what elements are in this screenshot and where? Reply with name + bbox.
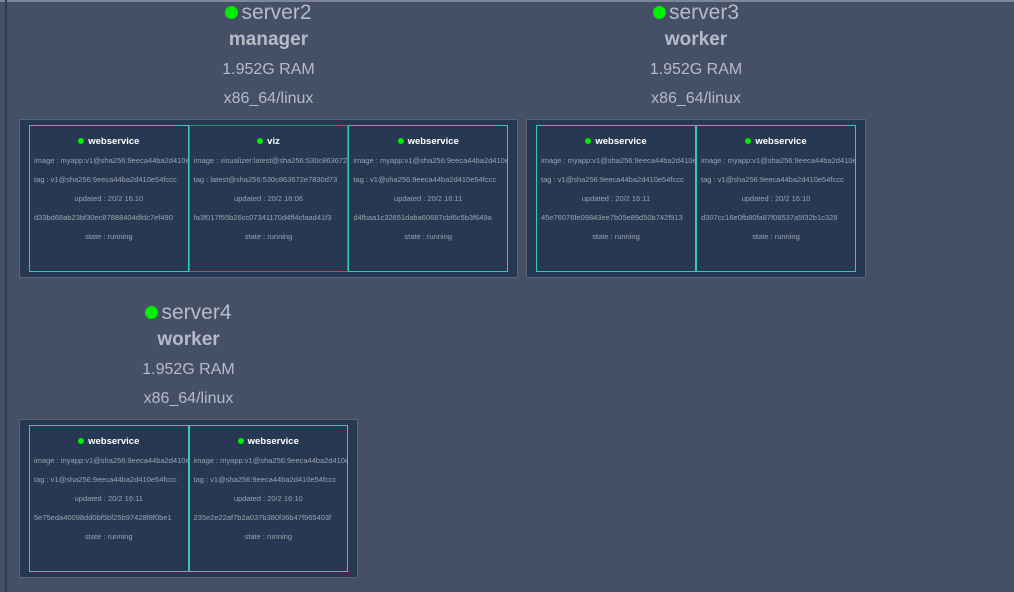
task-card[interactable]: webservice image : myapp:v1@sha256:9eeca…	[188, 425, 348, 572]
task-tag: tag : latest@sha256:530c863672e7830d73	[193, 175, 338, 184]
node-name: server2	[19, 0, 518, 25]
left-divider	[5, 0, 7, 592]
task-id: 235e2e22af7b2a037b380f36b47f965403f	[193, 513, 332, 522]
task-tag: tag : v1@sha256:9eeca44ba2d410e54fccc	[34, 175, 177, 184]
task-title: webservice	[30, 435, 188, 447]
task-card[interactable]: webservice image : myapp:v1@sha256:9eeca…	[29, 425, 189, 572]
status-dot-icon	[145, 306, 159, 319]
task-service: webservice	[407, 135, 459, 147]
node-ram: 1.952G RAM	[142, 361, 235, 378]
task-tray: webservice image : myapp:v1@sha256:9eeca…	[19, 119, 518, 278]
status-dot-icon	[257, 138, 264, 144]
status-dot-icon	[652, 6, 666, 19]
status-dot-icon	[745, 138, 752, 144]
task-service: webservice	[755, 135, 807, 147]
task-updated: updated : 20/2 16:11	[394, 194, 463, 203]
status-dot-icon	[225, 6, 239, 19]
node-role: worker	[157, 329, 220, 350]
node-header: server4 worker 1.952G RAM x86_64/linux	[19, 300, 358, 413]
task-state: state : running	[244, 532, 293, 541]
task-title: webservice	[349, 135, 507, 147]
status-dot-icon	[78, 138, 85, 144]
task-service: webservice	[88, 135, 140, 147]
task-id: 5e75eda40098dd0bf5bf25b97428f8f0be1	[34, 513, 172, 522]
status-dot-icon	[585, 138, 592, 144]
task-id: 45e76076fe09843ee7b05e89d50b742f913	[541, 213, 683, 222]
node-server3: server3 worker 1.952G RAM x86_64/linux w…	[526, 0, 866, 278]
task-image: image : myapp:v1@sha256:9eeca44ba2d410e5…	[34, 156, 188, 165]
task-updated: updated : 20/2 16:06	[234, 194, 303, 203]
task-card[interactable]: webservice image : myapp:v1@sha256:9eeca…	[348, 125, 509, 272]
node-server2: server2 manager 1.952G RAM x86_64/linux …	[19, 0, 518, 278]
task-id: d4fbaa1c32651daba60687cbf6c5b3f649a	[353, 213, 492, 222]
task-state: state : running	[404, 232, 452, 241]
task-state: state : running	[752, 232, 800, 241]
node-name-label: server3	[668, 0, 740, 24]
node-role: worker	[664, 29, 728, 50]
node-server4: server4 worker 1.952G RAM x86_64/linux w…	[19, 300, 358, 578]
task-updated: updated : 20/2 16:10	[74, 194, 144, 203]
node-arch: x86_64/linux	[223, 90, 314, 107]
node-arch: x86_64/linux	[651, 90, 741, 107]
top-divider	[0, 0, 1014, 2]
node-name-label: server2	[241, 0, 312, 24]
task-tag: tag : v1@sha256:9eeca44ba2d410e54fccc	[193, 475, 337, 484]
task-updated: updated : 20/2 16:10	[233, 494, 303, 503]
node-name: server3	[526, 0, 866, 25]
task-image: image : myapp:v1@sha256:9eeca44ba2d410e5…	[34, 456, 188, 465]
task-id: fa3f017f55b26cc07341170d4ff4cfaad41f3	[193, 213, 332, 222]
task-updated: updated : 20/2 16:10	[741, 194, 811, 203]
node-role: manager	[228, 29, 309, 50]
task-tray: webservice image : myapp:v1@sha256:9eeca…	[526, 119, 866, 278]
task-card[interactable]: webservice image : myapp:v1@sha256:9eeca…	[696, 125, 856, 272]
task-service: webservice	[595, 135, 647, 147]
task-state: state : running	[84, 532, 133, 541]
task-service: viz	[267, 135, 280, 147]
task-service: webservice	[247, 435, 299, 447]
task-state: state : running	[592, 232, 640, 241]
task-card[interactable]: webservice image : myapp:v1@sha256:9eeca…	[536, 125, 696, 272]
task-title: webservice	[697, 135, 855, 147]
status-dot-icon	[78, 438, 85, 444]
node-ram: 1.952G RAM	[222, 61, 315, 78]
task-tag: tag : v1@sha256:9eeca44ba2d410e54fccc	[353, 175, 497, 184]
task-title: webservice	[190, 435, 348, 447]
task-image: image : visualizer:latest@sha256:530c863…	[193, 156, 348, 165]
task-tag: tag : v1@sha256:9eeca44ba2d410e54fccc	[34, 475, 177, 484]
task-service: webservice	[88, 435, 140, 447]
task-state: state : running	[85, 232, 133, 241]
node-arch: x86_64/linux	[143, 390, 234, 407]
task-id: d33bd68ab23bf30ec87888404dfdc7ef490	[34, 213, 173, 222]
node-header: server3 worker 1.952G RAM x86_64/linux	[526, 0, 866, 113]
task-state: state : running	[244, 232, 293, 241]
task-card[interactable]: viz image : visualizer:latest@sha256:530…	[188, 125, 349, 272]
task-image: image : myapp:v1@sha256:9eeca44ba2d410e5…	[541, 156, 695, 165]
node-ram: 1.952G RAM	[649, 61, 743, 78]
task-id: d307cc16e0fb80fa87f08537a5f32b1c328	[701, 213, 838, 222]
node-name-label: server4	[161, 300, 232, 324]
task-image: image : myapp:v1@sha256:9eeca44ba2d410e5…	[701, 156, 855, 165]
task-tray: webservice image : myapp:v1@sha256:9eeca…	[19, 419, 358, 578]
task-image: image : myapp:v1@sha256:9eeca44ba2d410e5…	[193, 456, 348, 465]
node-header: server2 manager 1.952G RAM x86_64/linux	[19, 0, 518, 113]
task-tag: tag : v1@sha256:9eeca44ba2d410e54fccc	[541, 175, 684, 184]
task-tag: tag : v1@sha256:9eeca44ba2d410e54fccc	[701, 175, 844, 184]
task-updated: updated : 20/2 16:11	[581, 194, 651, 203]
task-updated: updated : 20/2 16:11	[74, 494, 143, 503]
node-name: server4	[19, 300, 358, 325]
task-title: viz	[190, 135, 348, 147]
status-dot-icon	[397, 138, 404, 144]
task-title: webservice	[537, 135, 695, 147]
task-title: webservice	[30, 135, 188, 147]
status-dot-icon	[237, 438, 244, 444]
task-card[interactable]: webservice image : myapp:v1@sha256:9eeca…	[29, 125, 189, 272]
task-image: image : myapp:v1@sha256:9eeca44ba2d410e5…	[353, 156, 507, 165]
